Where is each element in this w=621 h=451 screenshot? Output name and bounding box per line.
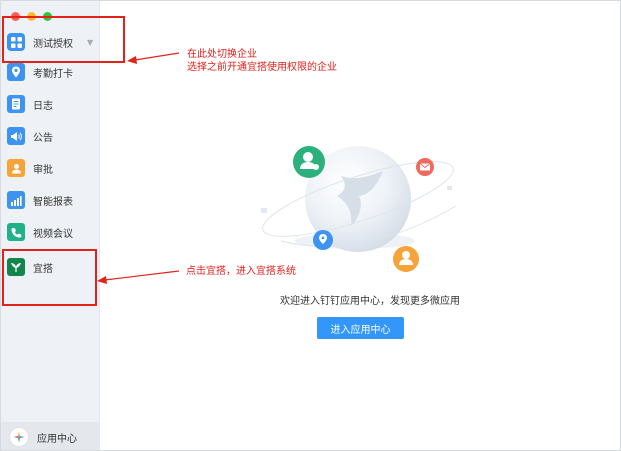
sidebar: 测试授权 ▼ 考勤打卡 日志 公告 审批 [1, 1, 100, 450]
sidebar-item-attendance[interactable]: 考勤打卡 [7, 61, 95, 83]
user-bubble-icon [393, 246, 419, 272]
org-name: 测试授权 [33, 38, 73, 50]
sidebar-item-label: 公告 [33, 132, 53, 144]
user-stamp-icon [7, 159, 25, 177]
bar-chart-icon [7, 191, 25, 209]
annotation-line: 在此处切换企业 [187, 49, 257, 60]
location-pin-icon [7, 63, 25, 81]
app-center-illustration [261, 146, 457, 272]
app-center-label: 应用中心 [37, 433, 77, 445]
sidebar-item-label: 智能报表 [33, 196, 73, 208]
app-center-entry[interactable]: 应用中心 [1, 422, 99, 450]
document-icon [7, 95, 25, 113]
yida-logo-icon [7, 258, 25, 276]
sidebar-item-reports[interactable]: 智能报表 [7, 189, 95, 211]
sidebar-item-log[interactable]: 日志 [7, 93, 95, 115]
sidebar-item-yida[interactable]: 宜搭 [7, 256, 95, 278]
org-switch-annotation: 在此处切换企业 选择之前开通宜搭使用权限的企业 [187, 48, 337, 74]
mail-bubble-icon [416, 158, 434, 176]
org-switch-highlight-box [2, 16, 125, 63]
app-center-icon [9, 427, 29, 447]
org-switcher[interactable]: 测试授权 ▼ [7, 31, 95, 53]
sidebar-item-video-meeting[interactable]: 视频会议 [7, 221, 95, 243]
contact-bubble-icon [293, 146, 325, 178]
sidebar-item-approval[interactable]: 审批 [7, 157, 95, 179]
sidebar-item-label: 审批 [33, 164, 53, 176]
grid-icon [7, 33, 25, 51]
welcome-text: 欢迎进入钉钉应用中心，发现更多微应用 [280, 296, 460, 307]
sidebar-item-label: 日志 [33, 100, 53, 112]
annotation-line: 选择之前开通宜搭使用权限的企业 [187, 62, 337, 73]
yida-annotation: 点击宜搭，进入宜搭系统 [186, 266, 296, 277]
enter-app-center-button[interactable]: 进入应用中心 [317, 317, 404, 339]
phone-icon [7, 223, 25, 241]
location-bubble-icon [313, 230, 333, 250]
chevron-down-icon: ▼ [87, 37, 94, 47]
sidebar-item-label: 考勤打卡 [33, 68, 73, 80]
yida-highlight-box [2, 249, 97, 306]
megaphone-icon [7, 127, 25, 145]
sidebar-item-announcement[interactable]: 公告 [7, 125, 95, 147]
sidebar-item-label: 视频会议 [33, 228, 73, 240]
sidebar-item-label: 宜搭 [33, 263, 53, 275]
